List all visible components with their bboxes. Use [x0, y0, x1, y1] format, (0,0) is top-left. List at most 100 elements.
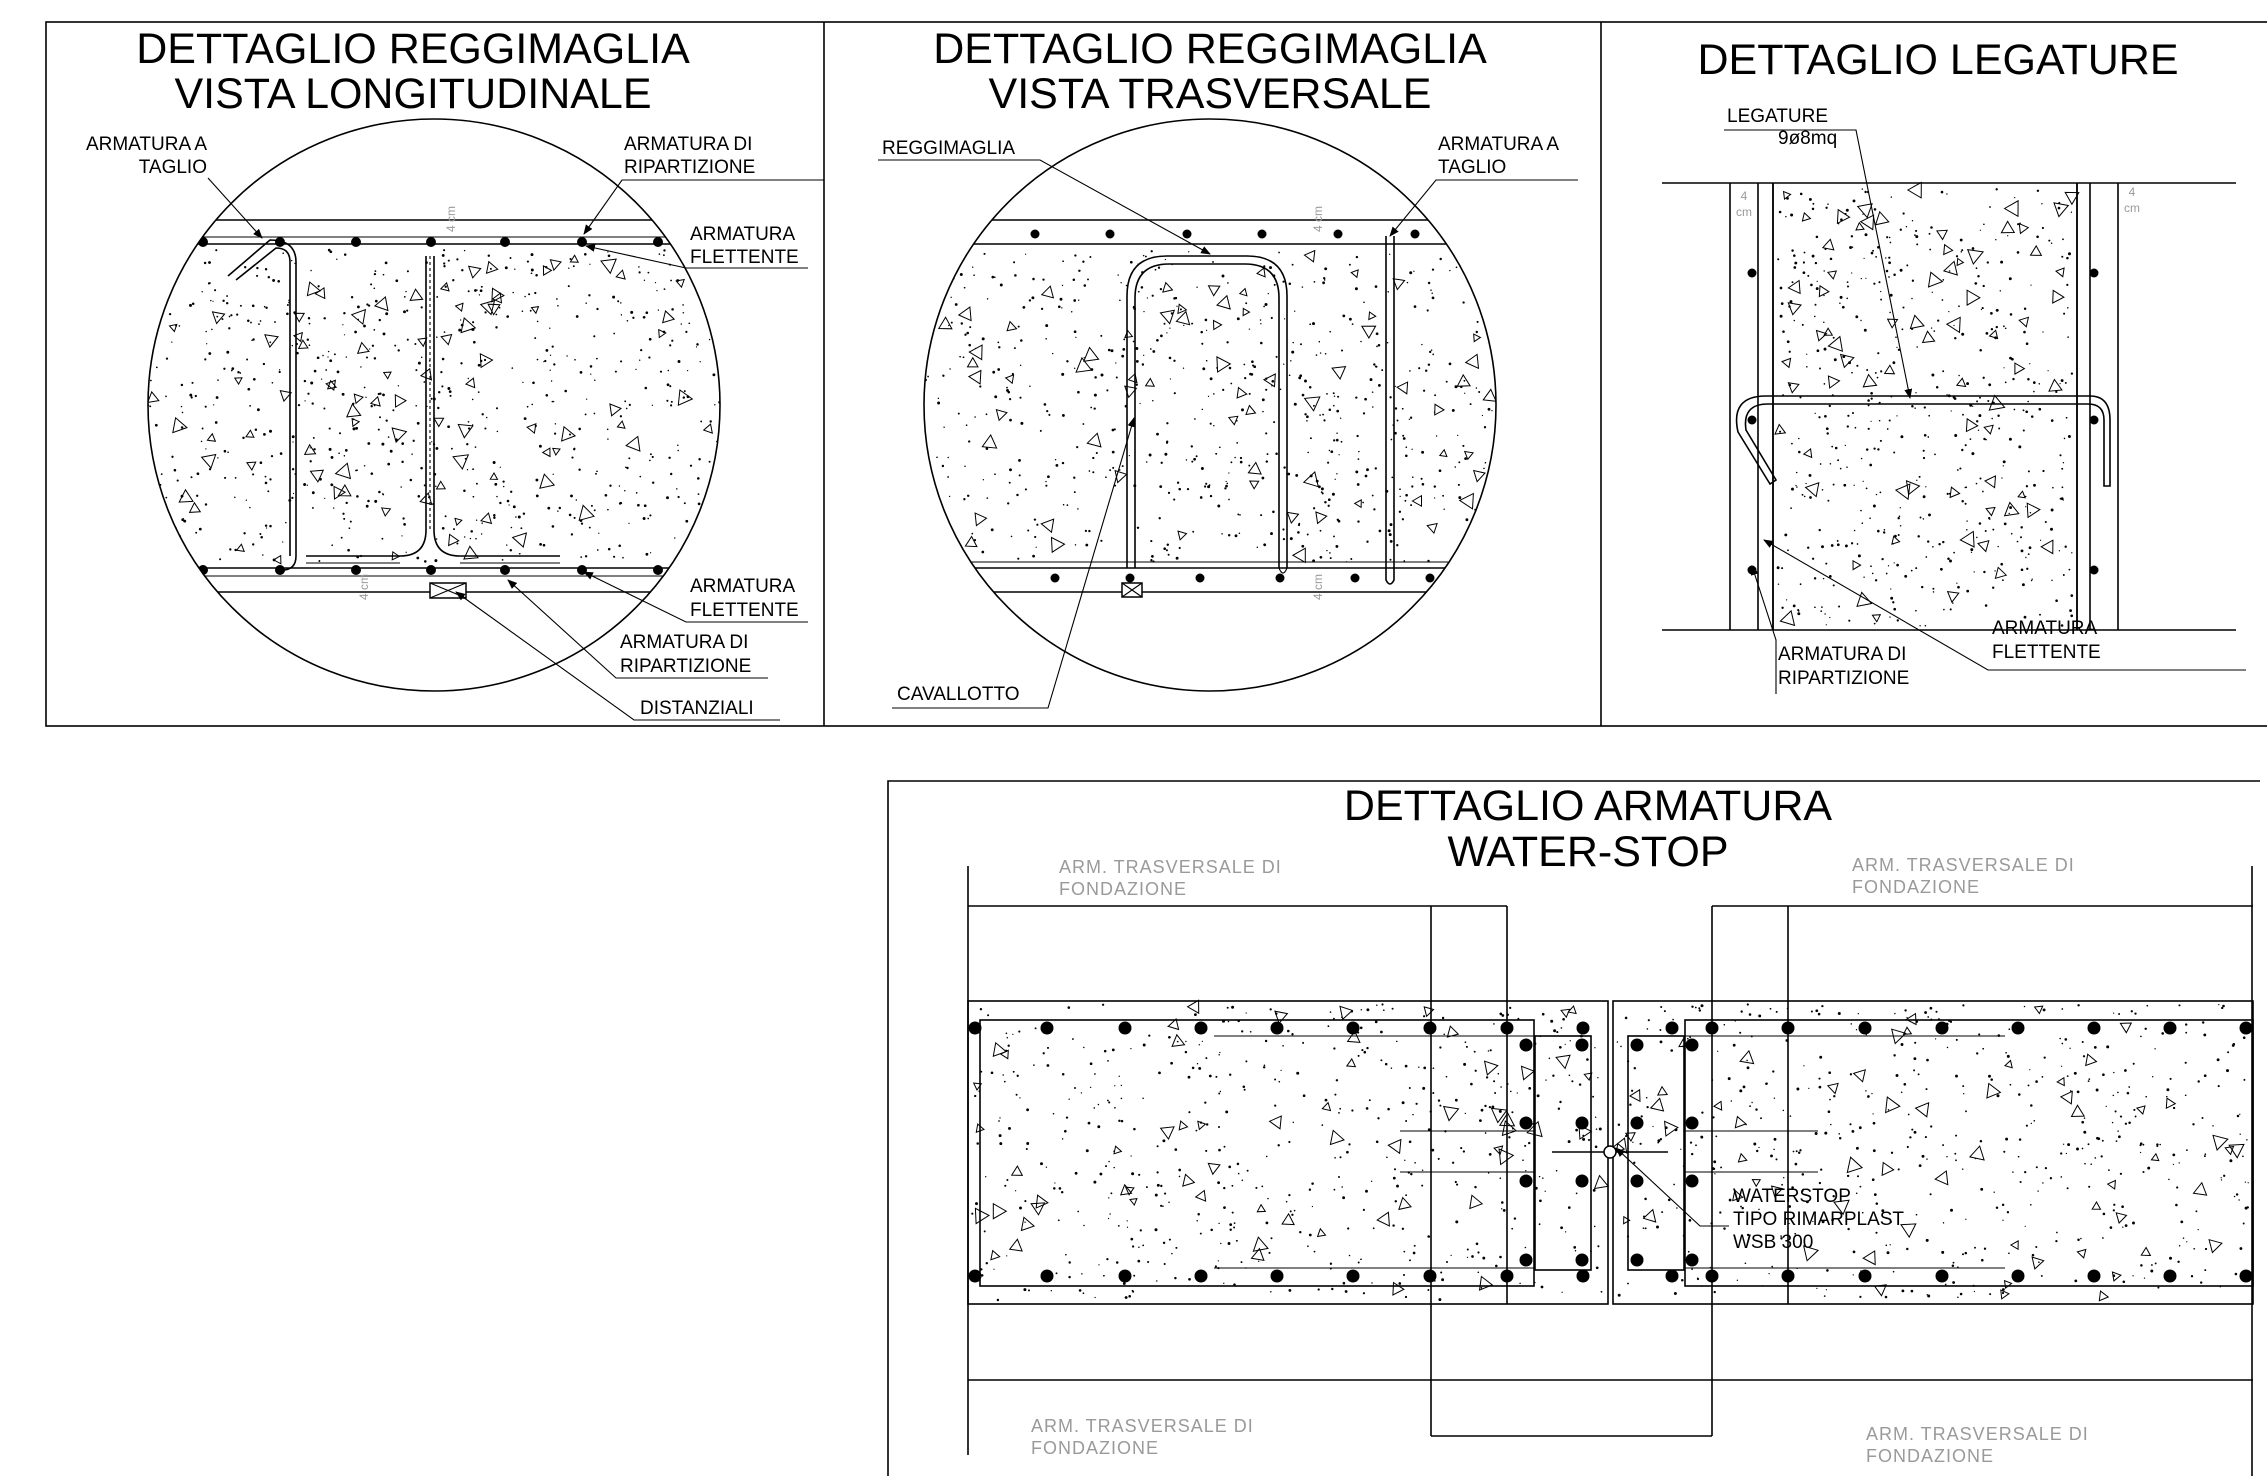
- aggregate-dot: [1430, 289, 1432, 291]
- rebar-dot: [1423, 1269, 1437, 1283]
- aggregate-triangle: [1247, 461, 1262, 475]
- aggregate-dot: [1274, 1078, 1277, 1081]
- aggregate-triangle: [467, 265, 482, 279]
- aggregate-dot: [291, 496, 294, 500]
- aggregate-dot: [2003, 367, 2005, 369]
- aggregate-dot: [1088, 470, 1091, 472]
- aggregate-dot: [1825, 562, 1828, 565]
- aggregate-dot: [607, 547, 611, 551]
- aggregate-dot: [1924, 1011, 1928, 1014]
- aggregate-dot: [501, 559, 504, 561]
- aggregate-dot: [1422, 1086, 1426, 1090]
- aggregate-dot: [1304, 379, 1307, 383]
- aggregate-dot: [1515, 317, 1517, 319]
- aggregate-dot: [256, 266, 259, 270]
- aggregate-triangle: [1862, 373, 1878, 388]
- aggregate-dot: [1837, 459, 1840, 462]
- aggregate-dot: [2024, 1225, 2026, 1227]
- aggregate-dot: [313, 369, 317, 373]
- aggregate-dot: [1260, 341, 1263, 345]
- aggregate-dot: [2039, 613, 2041, 616]
- aggregate-dot: [1659, 1029, 1662, 1031]
- aggregate-dot: [1888, 276, 1890, 278]
- aggregate-dot: [1288, 1288, 1292, 1292]
- aggregate-dot: [1223, 1282, 1225, 1284]
- aggregate-dot: [1301, 286, 1304, 288]
- aggregate-dot: [1045, 338, 1047, 340]
- aggregate-dot: [1494, 486, 1496, 490]
- aggregate-dot: [1228, 366, 1232, 370]
- aggregate-dot: [165, 539, 168, 542]
- aggregate-dot: [1781, 567, 1784, 570]
- aggregate-dot: [1381, 369, 1384, 372]
- aggregate-dot: [1801, 323, 1804, 326]
- aggregate-dot: [1794, 1162, 1798, 1166]
- aggregate-triangle: [1113, 1145, 1123, 1155]
- aggregate-triangle: [1593, 1174, 1610, 1190]
- aggregate-dot: [656, 289, 658, 292]
- aggregate-dot: [330, 455, 334, 459]
- aggregate-dot: [1270, 316, 1273, 320]
- aggregate-dot: [1226, 482, 1229, 485]
- aggregate-dot: [1995, 238, 1997, 241]
- aggregate-dot: [1673, 1292, 1677, 1295]
- aggregate-dot: [1440, 1271, 1443, 1274]
- aggregate-dot: [625, 466, 627, 468]
- aggregate-dot: [973, 539, 977, 542]
- aggregate-triangle: [974, 1207, 991, 1225]
- aggregate-triangle: [1248, 480, 1260, 490]
- aggregate-dot: [1823, 1295, 1826, 1297]
- aggregate-dot: [1818, 1085, 1822, 1089]
- aggregate-dot: [1995, 325, 1998, 329]
- aggregate-dot: [1502, 1209, 1506, 1212]
- aggregate-dot: [1424, 369, 1428, 372]
- aggregate-dot: [2088, 1185, 2091, 1188]
- aggregate-dot: [1054, 459, 1057, 461]
- aggregate-dot: [2114, 1110, 2117, 1113]
- aggregate-dot: [1420, 477, 1423, 480]
- aggregate-dot: [1320, 487, 1324, 491]
- aggregate-dot: [2069, 1047, 2071, 1049]
- aggregate-dot: [1234, 456, 1236, 459]
- aggregate-triangle: [1988, 329, 1999, 340]
- aggregate-dot: [666, 383, 670, 387]
- aggregate-triangle: [337, 484, 352, 497]
- aggregate-triangle: [560, 425, 577, 442]
- aggregate-dot: [1656, 1225, 1659, 1229]
- aggregate-dot: [972, 266, 974, 268]
- aggregate-dot: [1075, 336, 1077, 339]
- aggregate-dot: [1175, 556, 1179, 560]
- aggregate-dot: [385, 312, 389, 316]
- aggregate-triangle: [314, 286, 326, 300]
- rebar-dot: [1194, 1021, 1208, 1035]
- aggregate-dot: [1209, 422, 1212, 425]
- aggregate-dot: [1024, 1221, 1026, 1223]
- aggregate-dot: [441, 385, 444, 388]
- aggregate-dot: [1515, 510, 1517, 512]
- aggregate-dot: [651, 455, 654, 459]
- aggregate-dot: [493, 514, 496, 517]
- aggregate-dot: [1507, 267, 1508, 268]
- aggregate-dot: [1073, 299, 1077, 302]
- aggregate-dot: [1925, 556, 1928, 558]
- rebar-dot: [1575, 1253, 1589, 1267]
- aggregate-dot: [1890, 196, 1893, 198]
- aggregate-dot: [1870, 391, 1873, 395]
- aggregate-triangle: [542, 265, 553, 276]
- aggregate-triangle: [727, 540, 737, 551]
- aggregate-dot: [1781, 1183, 1783, 1186]
- aggregate-dot: [919, 257, 921, 259]
- aggregate-dot: [201, 427, 204, 430]
- aggregate-dot: [1793, 254, 1796, 257]
- aggregate-dot: [720, 371, 723, 374]
- aggregate-dot: [1597, 1245, 1600, 1248]
- aggregate-dot: [2203, 1074, 2207, 1078]
- aggregate-dot: [1865, 448, 1869, 451]
- aggregate-dot: [2166, 1095, 2168, 1098]
- aggregate-dot: [2095, 1088, 2099, 1092]
- aggregate-dot: [1196, 1062, 1199, 1065]
- aggregate-dot: [688, 322, 691, 325]
- aggregate-dot: [191, 381, 194, 384]
- aggregate-dot: [510, 490, 513, 493]
- aggregate-dot: [1451, 408, 1455, 412]
